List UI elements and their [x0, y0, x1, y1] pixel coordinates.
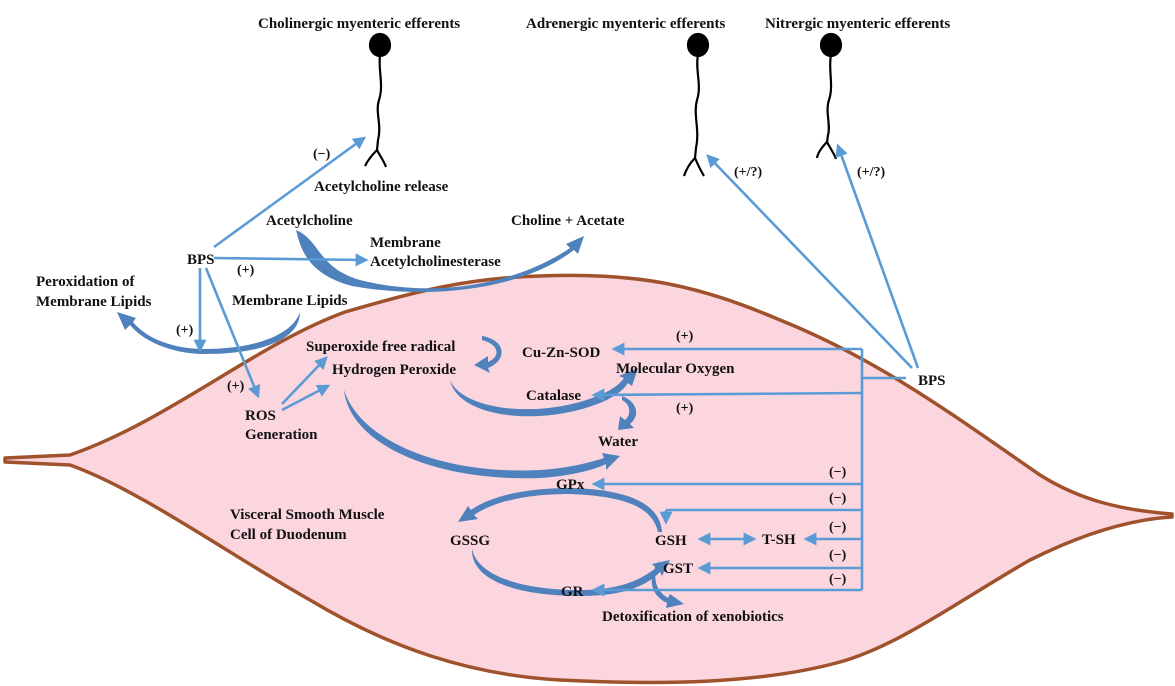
- arrow-ros-to-h2o2: [281, 384, 331, 412]
- bps-left-label: BPS: [187, 252, 215, 268]
- sign-ache: (+): [237, 263, 255, 278]
- ach-release-label: Acetylcholine release: [314, 179, 449, 195]
- gr-label: GR: [561, 584, 584, 600]
- sign-nitrergic: (+/?): [857, 165, 886, 180]
- detox-curved-arrow: [651, 560, 684, 608]
- sign-ros: (+): [227, 379, 245, 394]
- cu-zn-sod-label: Cu-Zn-SOD: [522, 345, 601, 361]
- adrenergic-title: Adrenergic myenteric efferents: [526, 16, 726, 32]
- arrow-bps-to-ros: [204, 267, 261, 399]
- ros-label-1: ROS: [245, 408, 276, 424]
- sign-peroxidation: (+): [176, 323, 194, 338]
- sod-curved-arrow: [474, 336, 502, 373]
- sign-sod: (+): [676, 329, 694, 344]
- gsh-label: GSH: [655, 533, 687, 549]
- ache-label: Acetylcholinesterase: [370, 254, 501, 270]
- gpx-label: GPx: [556, 477, 585, 493]
- cell-label-2: Cell of Duodenum: [230, 527, 347, 543]
- gst-label: GST: [663, 561, 693, 577]
- h2o2-label: Hydrogen Peroxide: [332, 362, 456, 378]
- tsh-label: T-SH: [762, 532, 796, 548]
- bps-right-label: BPS: [918, 373, 946, 389]
- peroxidation-label-1: Peroxidation of: [36, 274, 135, 290]
- gpx-curved-arrow: [344, 390, 620, 479]
- sign-gst: (−): [829, 548, 847, 563]
- sign-ach-release: (−): [313, 147, 331, 162]
- sign-adrenergic: (+/?): [734, 165, 763, 180]
- nitrergic-neuron: [815, 32, 843, 160]
- cholinergic-title: Cholinergic myenteric efferents: [258, 16, 460, 32]
- ache-curved-arrow: [296, 230, 584, 292]
- adrenergic-neuron: [682, 32, 710, 177]
- choline-acetate-label: Choline + Acetate: [511, 213, 625, 229]
- arrow-bps-to-nitrergic: [835, 143, 920, 369]
- peroxidation-curved-arrow: [117, 312, 300, 354]
- sign-gpx: (−): [829, 465, 847, 480]
- sign-gr: (−): [829, 572, 847, 587]
- peroxidation-label-2: Membrane Lipids: [36, 294, 152, 310]
- superoxide-label: Superoxide free radical: [306, 339, 455, 355]
- sign-gsh: (−): [829, 491, 847, 506]
- gssg-label: GSSG: [450, 533, 490, 549]
- sign-tsh: (−): [829, 520, 847, 535]
- arrow-bps-to-ache: [213, 253, 369, 267]
- cholinergic-neuron: [364, 32, 392, 168]
- membrane-label: Membrane: [370, 235, 441, 251]
- detox-label: Detoxification of xenobiotics: [602, 609, 784, 625]
- arrow-ros-to-superoxide: [281, 356, 328, 405]
- catalase-label: Catalase: [526, 388, 581, 404]
- gssg-curved-arrow: [458, 488, 662, 532]
- membrane-lipids-label: Membrane Lipids: [232, 293, 348, 309]
- catalase-curved-arrow: [450, 368, 638, 417]
- arrow-bps-to-adrenergic: [706, 154, 913, 369]
- acetylcholine-label: Acetylcholine: [266, 213, 353, 229]
- water-curved-arrow: [618, 396, 637, 430]
- nitrergic-title: Nitrergic myenteric efferents: [765, 16, 950, 32]
- curved-arrows: [117, 230, 684, 608]
- water-label: Water: [598, 434, 638, 450]
- arrow-to-catalase: [591, 388, 863, 402]
- straight-arrows: [193, 136, 920, 597]
- arrow-bps-to-cholinergic: [213, 136, 367, 249]
- sign-catalase: (+): [676, 401, 694, 416]
- ros-label-2: Generation: [245, 427, 318, 443]
- molecular-oxygen-label: Molecular Oxygen: [616, 361, 735, 377]
- cell-label-1: Visceral Smooth Muscle: [230, 507, 385, 523]
